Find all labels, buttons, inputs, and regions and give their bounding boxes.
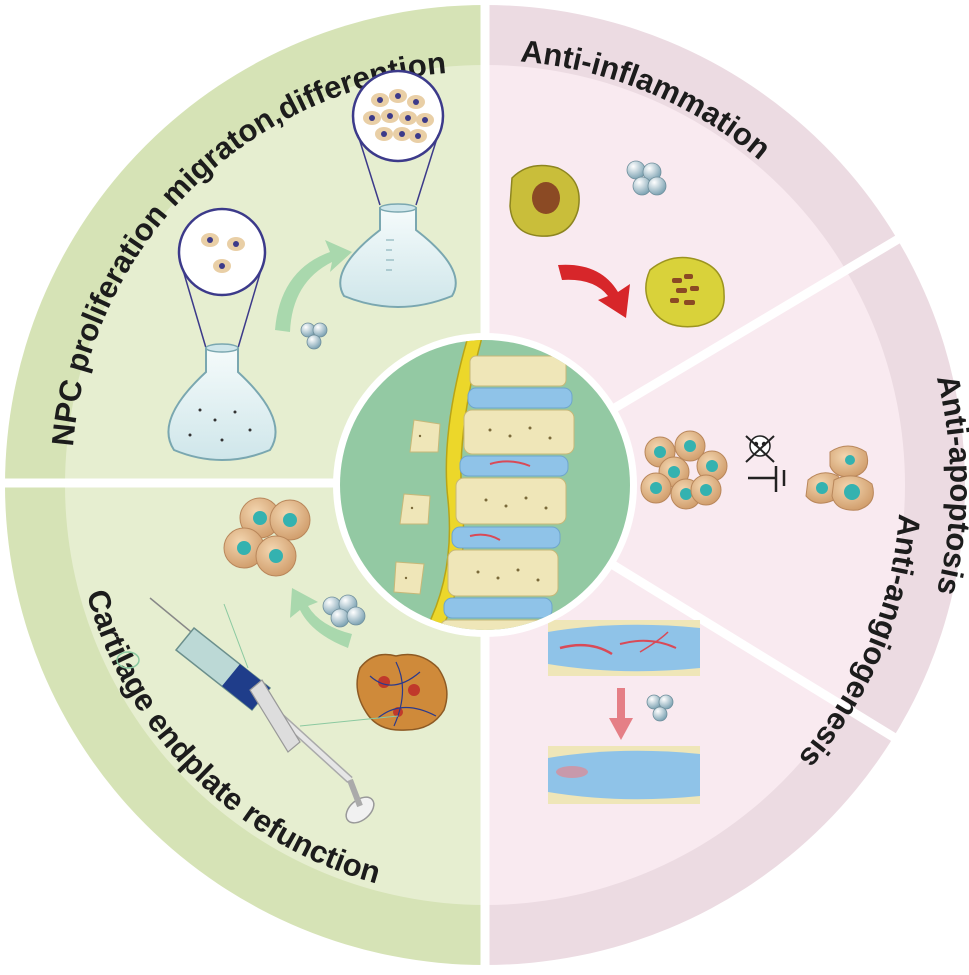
arrow-down-pink xyxy=(609,688,633,740)
disc-restored xyxy=(548,746,700,804)
separator-lower-right xyxy=(602,556,898,742)
syringe-icon xyxy=(149,597,399,824)
chondrocyte-cluster xyxy=(356,653,448,731)
separator-upper-right xyxy=(605,234,903,416)
droplet-outline xyxy=(116,651,140,669)
separators xyxy=(5,5,903,965)
spine-illustration xyxy=(340,340,630,630)
inflamed-cell xyxy=(645,256,725,328)
vertebra xyxy=(469,355,567,387)
flask-small-group xyxy=(167,207,277,461)
flask-small-dots xyxy=(188,408,252,442)
arrow-green-curved-cartilage xyxy=(290,588,352,648)
flask-small xyxy=(167,347,277,461)
intervertebral-disc xyxy=(459,455,569,477)
nanoparticle-cluster-angiogenesis xyxy=(646,694,674,722)
flask-large-group xyxy=(339,69,457,308)
healthy-cell-cluster xyxy=(640,430,728,510)
cartilage-cell-cluster xyxy=(223,497,311,577)
flask-large-scale xyxy=(386,239,394,271)
skull-icon xyxy=(745,435,775,463)
vertebra xyxy=(455,477,567,525)
intervertebral-disc xyxy=(467,387,573,409)
nanoparticle-cluster-inflammation xyxy=(626,160,667,196)
magnifier-line xyxy=(237,269,262,349)
magnifier-circle-small xyxy=(177,207,267,297)
flask-large xyxy=(339,207,457,308)
magnifier-line xyxy=(415,134,439,206)
intervertebral-disc xyxy=(443,597,553,619)
arrow-red-curved xyxy=(558,264,630,318)
magnifier-line xyxy=(182,269,207,349)
disc-vascularized xyxy=(548,620,700,676)
inhibition-symbol xyxy=(748,466,786,492)
intervertebral-disc xyxy=(451,526,561,549)
macrophage-cell xyxy=(509,164,580,237)
arrow-green-curved-npc xyxy=(275,240,352,332)
vertebra xyxy=(447,549,559,597)
spinal-cord xyxy=(418,340,485,630)
magnifier-line xyxy=(357,134,381,206)
cells-small xyxy=(201,233,245,273)
bone-texture xyxy=(404,426,552,582)
vertebra xyxy=(463,409,575,455)
nanoparticle-cluster-npc xyxy=(300,322,328,350)
apoptotic-cells xyxy=(805,445,874,511)
cells-dense xyxy=(363,89,434,143)
nanoparticle-cluster-cartilage xyxy=(322,594,366,628)
